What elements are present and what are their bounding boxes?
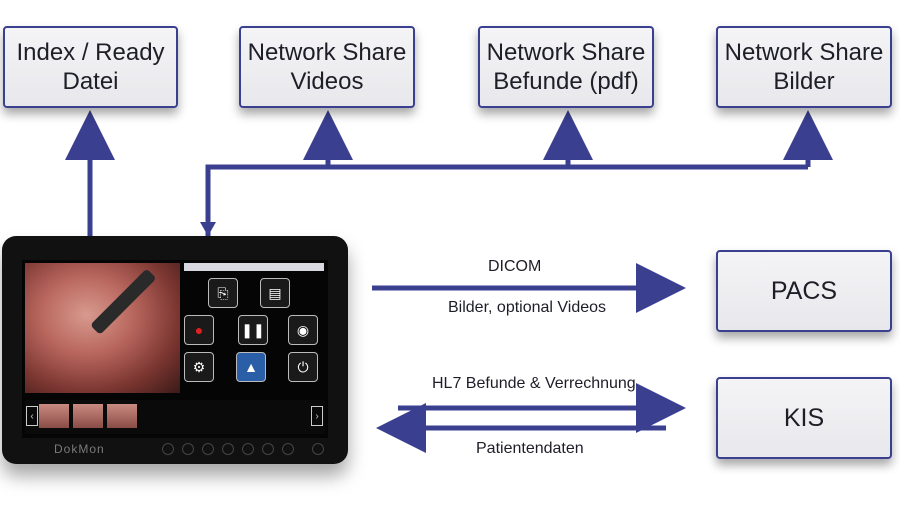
box-network-befunde: Network Share Befunde (pdf)	[478, 26, 654, 108]
hardware-button	[312, 443, 324, 455]
box-pacs: PACS	[716, 250, 892, 332]
hardware-button	[202, 443, 214, 455]
box-line2: Bilder	[773, 68, 835, 95]
panel-title-bar	[184, 263, 324, 271]
label-dicom-sub: Bilder, optional Videos	[448, 299, 607, 316]
chevron-left-icon: ‹	[26, 406, 38, 426]
box-network-videos: Network Share Videos	[239, 26, 415, 108]
hardware-button	[182, 443, 194, 455]
kis-label: KIS	[783, 403, 825, 432]
thumbnail	[73, 404, 103, 428]
hardware-button	[282, 443, 294, 455]
gear-icon: ⚙	[184, 352, 214, 382]
hardware-button	[162, 443, 174, 455]
camera-icon: ◉	[288, 315, 318, 345]
hardware-button	[222, 443, 234, 455]
box-line1: Network Share	[486, 39, 646, 66]
label-patient: Patientendaten	[476, 440, 584, 457]
instrument	[90, 268, 157, 335]
thumbnail-strip: ‹ ›	[25, 400, 325, 434]
label-dicom: DICOM	[488, 258, 542, 275]
record-icon: ●	[184, 315, 214, 345]
network-bus	[205, 164, 808, 236]
box-kis: KIS	[716, 377, 892, 459]
box-line2: Befunde (pdf)	[493, 68, 639, 95]
thumbnail	[39, 404, 69, 428]
box-line1: Network Share	[724, 39, 884, 66]
alert-icon: ▲	[236, 352, 266, 382]
box-line1: Index / Ready	[16, 39, 165, 66]
box-network-bilder: Network Share Bilder	[716, 26, 892, 108]
arrow-head-device	[200, 222, 216, 236]
box-index-ready: Index / Ready Datei	[3, 26, 178, 108]
device-monitor: ⎘ ▤ ● ❚❚ ◉ ⚙ ▲ ⏻ ‹ › DokMon	[2, 236, 348, 464]
thumbnail	[107, 404, 137, 428]
device-screen: ⎘ ▤ ● ❚❚ ◉ ⚙ ▲ ⏻ ‹ ›	[22, 260, 328, 438]
id-card-icon: ▤	[260, 278, 290, 308]
label-hl7: HL7 Befunde & Verrechnung	[432, 375, 636, 392]
power-icon: ⏻	[288, 352, 318, 382]
video-preview	[25, 263, 180, 393]
box-line1: Network Share	[247, 39, 407, 66]
hardware-button	[242, 443, 254, 455]
device-brand: DokMon	[54, 442, 105, 456]
chevron-right-icon: ›	[311, 406, 323, 426]
pause-icon: ❚❚	[238, 315, 268, 345]
hardware-button	[262, 443, 274, 455]
box-line2: Videos	[290, 68, 364, 95]
pacs-label: PACS	[770, 276, 838, 305]
box-line2: Datei	[62, 68, 119, 95]
clipboard-icon: ⎘	[208, 278, 238, 308]
